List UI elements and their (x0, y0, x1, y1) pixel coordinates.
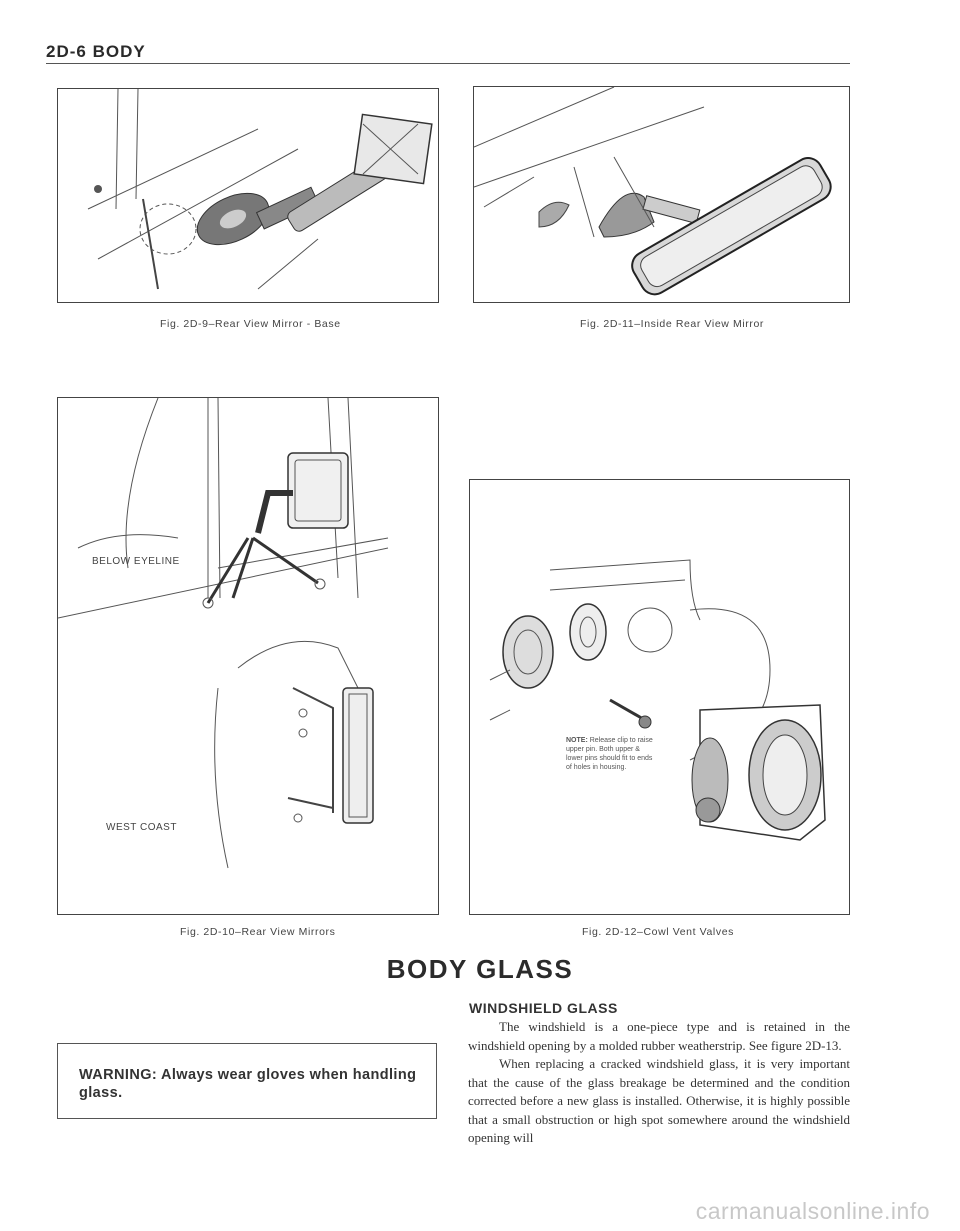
figure-cowl-vent-valves: NOTE: Release clip to raise upper pin. B… (469, 479, 850, 915)
windshield-heading: WINDSHIELD GLASS (469, 1000, 618, 1016)
note-text: Release clip to raise upper pin. Both up… (566, 737, 653, 771)
paragraph: When replacing a cracked windshield glas… (468, 1056, 850, 1145)
figure-rear-view-mirror-base (57, 88, 439, 303)
figure-caption: Fig. 2D-11–Inside Rear View Mirror (580, 318, 764, 330)
note-callout: NOTE: Release clip to raise upper pin. B… (566, 736, 656, 772)
rear-view-mirrors-illustration (58, 398, 389, 869)
rear-view-mirror-base-illustration (87, 89, 433, 290)
figure-caption: Fig. 2D-9–Rear View Mirror - Base (160, 318, 341, 330)
cowl-vent-valves-illustration (489, 559, 826, 841)
windshield-body: The windshield is a one-piece type and i… (468, 1018, 850, 1148)
paragraph: The windshield is a one-piece type and i… (468, 1019, 850, 1053)
figure-inside-rear-view-mirror (473, 86, 850, 303)
header-rule (46, 63, 850, 64)
watermark: carmanualsonline.info (695, 1198, 930, 1224)
inside-rear-view-mirror-illustration (474, 87, 832, 296)
callout-below-eyeline: BELOW EYELINE (92, 556, 180, 567)
figure-caption: Fig. 2D-12–Cowl Vent Valves (582, 926, 734, 938)
figure-rear-view-mirrors: BELOW EYELINE WEST COAST (57, 397, 439, 915)
callout-west-coast: WEST COAST (106, 822, 177, 833)
figure-caption: Fig. 2D-10–Rear View Mirrors (180, 926, 336, 938)
note-label: NOTE: (566, 737, 588, 744)
page-header: 2D-6 BODY (46, 42, 146, 61)
section-title: BODY GLASS (386, 954, 574, 984)
warning-box: WARNING: Always wear gloves when handlin… (57, 1043, 437, 1119)
